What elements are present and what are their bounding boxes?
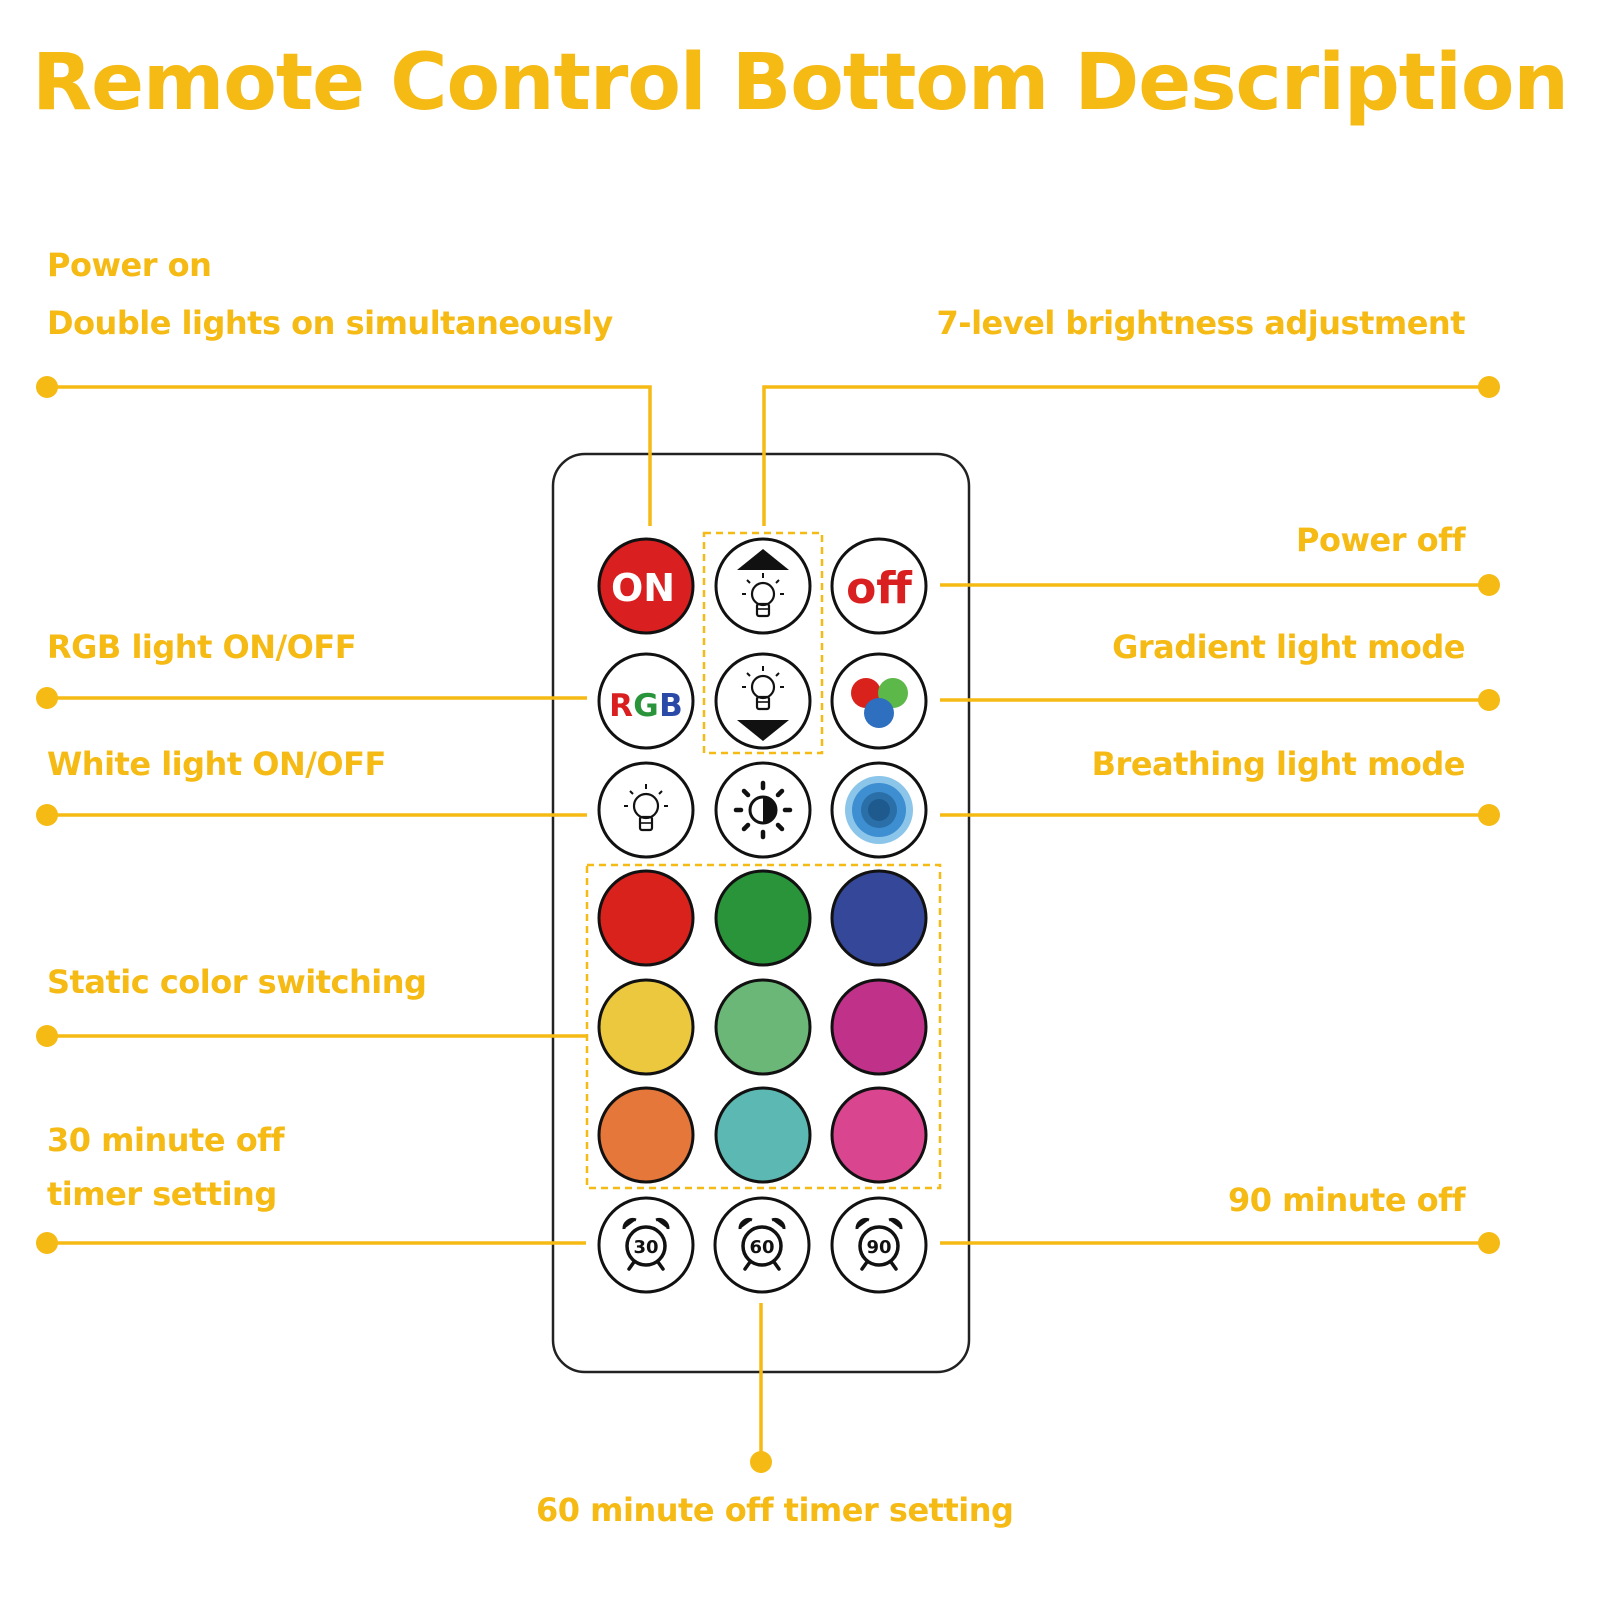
label-static-color: Static color switching: [47, 963, 427, 1001]
on-button-label: ON: [611, 566, 675, 610]
dot-timer90: [1478, 1232, 1500, 1254]
rgb-r-letter: R: [609, 688, 633, 724]
timer30-button[interactable]: 30: [597, 1196, 695, 1294]
dot-power-on: [36, 376, 58, 398]
color-button-orange[interactable]: [597, 1086, 695, 1184]
leader-dots: [36, 376, 1500, 1473]
alarm-clock-icon: [855, 1218, 903, 1271]
dot-power-off: [1478, 574, 1500, 596]
timer60-label: 60: [749, 1237, 774, 1258]
timer90-button[interactable]: 90: [830, 1196, 928, 1294]
color-button-blue[interactable]: [830, 869, 928, 967]
leader-lines: [47, 385, 1489, 1460]
label-timer90: 90 minute off: [1227, 1181, 1466, 1219]
label-power-off: Power off: [1296, 521, 1465, 559]
breathing-button[interactable]: [830, 761, 928, 859]
color-dots-icon: [851, 678, 908, 728]
off-button-label: off: [846, 563, 913, 614]
white-light-button[interactable]: [597, 761, 695, 859]
label-power-on: Power on: [47, 246, 212, 284]
timer60-button[interactable]: 60: [713, 1196, 811, 1294]
color-button-yellow[interactable]: [597, 978, 695, 1076]
bulb-arrow-down-icon: [737, 666, 789, 741]
brightness-down-button[interactable]: [714, 652, 812, 750]
label-double-lights: Double lights on simultaneously: [47, 304, 613, 342]
label-breathing: Breathing light mode: [1091, 745, 1466, 783]
label-timer30-line1: 30 minute off: [47, 1121, 285, 1159]
label-white-light: White light ON/OFF: [47, 745, 386, 783]
color-button-red[interactable]: [597, 869, 695, 967]
color-button-light-green[interactable]: [714, 978, 812, 1076]
timer90-label: 90: [866, 1237, 891, 1258]
brightness-up-button[interactable]: [714, 537, 812, 635]
color-button-teal[interactable]: [714, 1086, 812, 1184]
brightness-contrast-icon: [733, 780, 793, 840]
dot-rgb: [36, 687, 58, 709]
color-button-green[interactable]: [714, 869, 812, 967]
rgb-g-letter: G: [633, 688, 658, 724]
label-brightness: 7-level brightness adjustment: [936, 304, 1466, 342]
alarm-clock-icon: [738, 1218, 786, 1271]
dot-timer60: [750, 1451, 772, 1473]
page-title: Remote Control Bottom Description: [32, 38, 1569, 128]
color-button-magenta[interactable]: [830, 978, 928, 1076]
bulb-arrow-up-icon: [737, 549, 789, 618]
dot-gradient: [1478, 689, 1500, 711]
leader-brightness: [762, 385, 1489, 526]
rgb-button[interactable]: R G B: [597, 652, 695, 750]
dot-breathing: [1478, 804, 1500, 826]
gradient-button[interactable]: [830, 652, 928, 750]
dot-static: [36, 1025, 58, 1047]
label-gradient: Gradient light mode: [1112, 628, 1465, 666]
rgb-b-letter: B: [659, 688, 683, 724]
brightness-group-box: [702, 531, 824, 755]
on-button[interactable]: ON: [597, 537, 695, 635]
label-timer30-line2: timer setting: [47, 1175, 277, 1213]
dot-timer30: [36, 1232, 58, 1254]
off-button[interactable]: off: [830, 537, 928, 635]
label-rgb: RGB light ON/OFF: [47, 628, 357, 666]
alarm-clock-icon: [622, 1218, 670, 1271]
breathing-circle-icon: [845, 776, 913, 844]
static-color-group-box: [585, 863, 942, 1190]
contrast-button[interactable]: [714, 761, 812, 859]
dot-brightness: [1478, 376, 1500, 398]
color-button-pink[interactable]: [830, 1086, 928, 1184]
timer30-label: 30: [633, 1237, 658, 1258]
dot-white: [36, 804, 58, 826]
leader-power-on: [47, 385, 652, 526]
bulb-icon: [624, 784, 668, 832]
label-timer60: 60 minute off timer setting: [536, 1491, 1014, 1529]
static-color-buttons: [597, 869, 928, 1184]
